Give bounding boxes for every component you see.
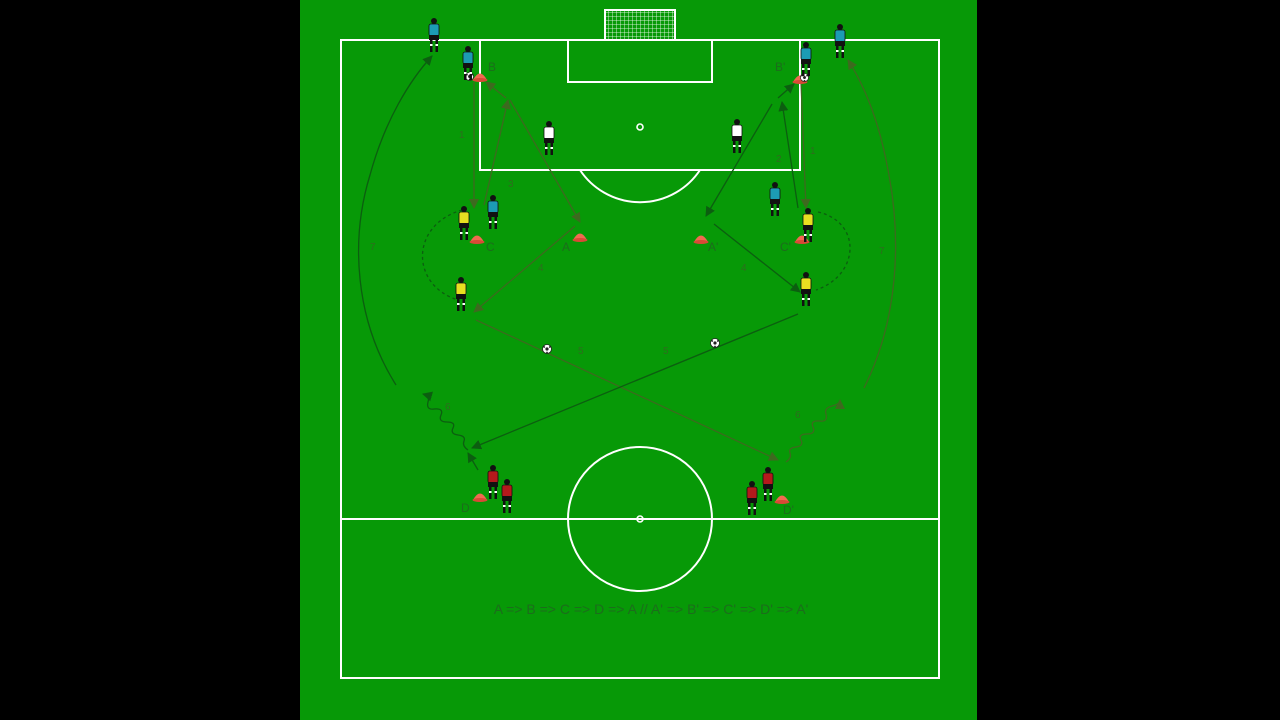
right-black-band: [977, 0, 1280, 720]
arrow-step4-left: [473, 225, 576, 313]
ball-mid-right: [710, 338, 720, 348]
goal-area: [567, 39, 713, 83]
player-yellow-lower-left: [455, 277, 467, 311]
player-cyan-top-right: [834, 24, 846, 58]
player-cyan-right-mid: [769, 182, 781, 216]
arrow-step5-left: [475, 319, 779, 461]
goal-net: [604, 9, 676, 41]
step-5-left: 5: [578, 346, 584, 357]
step-4-right: 4: [741, 263, 747, 274]
step-1-right: 1: [810, 146, 816, 157]
player-yellow-c: [458, 206, 470, 240]
player-cyan-b-prime: [800, 42, 812, 76]
pitch: [300, 0, 977, 720]
movement-arrows: [357, 55, 897, 471]
player-white-left: [543, 121, 555, 155]
label-d: D: [461, 501, 470, 515]
step-3-left: 3: [508, 179, 514, 190]
left-black-band: [0, 0, 300, 720]
dashed-run-right: [815, 211, 851, 291]
arrow-d-up-left: [467, 452, 479, 471]
step-4-left: 4: [538, 263, 544, 274]
player-cyan-b: [462, 46, 474, 80]
label-b-prime: B': [775, 60, 785, 74]
step-1-left: 1: [459, 130, 465, 141]
arrow-step2-left: [483, 99, 511, 206]
pitch-surface: [300, 0, 977, 720]
arrow-step6-right: [785, 399, 845, 463]
arrow-step5-right: [471, 313, 799, 450]
player-cyan-top-left: [428, 18, 440, 52]
player-yellow-c-prime: [802, 208, 814, 242]
player-white-right: [731, 119, 743, 153]
arrow-step7-left: [357, 55, 433, 386]
players: [428, 18, 846, 515]
player-yellow-lower-right: [800, 272, 812, 306]
step-5-right: 5: [663, 346, 669, 357]
penalty-spot: [636, 123, 644, 131]
label-b: B: [488, 60, 496, 74]
step-numbers: 1 1 2 3 4 4 5 5 6 6 7 7: [370, 130, 885, 421]
player-red-d-back: [487, 465, 499, 499]
arrow-b-short-left: [485, 81, 507, 99]
player-red-d-prime-front: [746, 481, 758, 515]
label-c-prime: C': [780, 240, 791, 254]
player-cyan-left-mid: [487, 195, 499, 229]
label-a-prime: A': [708, 240, 718, 254]
dashed-run-left: [421, 209, 463, 301]
cone-labels: B B' C A A' C' D D': [461, 60, 794, 517]
step-6-right: 6: [795, 410, 801, 421]
step-2-right: 2: [776, 154, 782, 165]
center-circle: [567, 446, 713, 592]
arrow-step2-right: [778, 101, 799, 209]
label-c: C: [486, 240, 495, 254]
arrow-step6-left: [422, 391, 469, 451]
arrow-b-short-right: [777, 83, 795, 99]
arrow-step4-right: [713, 223, 801, 293]
rotation-sequence: A => B => C => D => A // A' => B' => C' …: [494, 601, 809, 617]
ball-mid-left: [542, 344, 552, 354]
arrow-step7-right: [847, 59, 897, 389]
step-7-left: 7: [370, 242, 376, 253]
player-red-d-front: [501, 479, 513, 513]
penalty-arc: [579, 169, 701, 204]
arrow-b-to-a-left: [509, 99, 581, 223]
player-red-d-prime-back: [762, 467, 774, 501]
center-spot: [636, 515, 644, 523]
label-a: A: [562, 240, 570, 254]
step-7-right: 7: [879, 246, 885, 257]
arrow-b-to-a-right: [705, 103, 773, 217]
label-d-prime: D': [783, 503, 794, 517]
arrow-step1-right: [800, 81, 811, 209]
step-6-left: 6: [445, 402, 451, 413]
